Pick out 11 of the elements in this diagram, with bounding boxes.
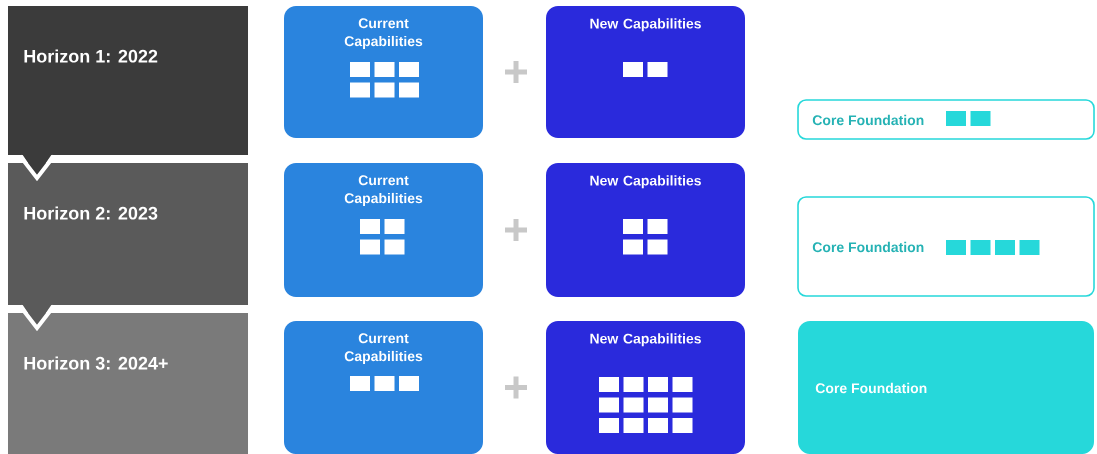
- capability-box: Current Capabilities: [284, 6, 483, 138]
- horizon-band: Horizon 3: 2024+: [8, 313, 248, 454]
- foundation-box: Core Foundation: [798, 321, 1094, 454]
- capability-box: New Capabilities: [546, 163, 745, 297]
- foundation-box: Core Foundation: [797, 99, 1095, 140]
- horizon-band: Horizon 1: 2022: [8, 6, 248, 182]
- foundation-box: Core Foundation: [797, 196, 1095, 297]
- horizon-band: Horizon 2: 2023: [8, 163, 248, 332]
- capability-box: New Capabilities: [546, 6, 745, 138]
- capability-box: Current Capabilities: [284, 163, 483, 297]
- capability-box: Current Capabilities: [284, 321, 483, 454]
